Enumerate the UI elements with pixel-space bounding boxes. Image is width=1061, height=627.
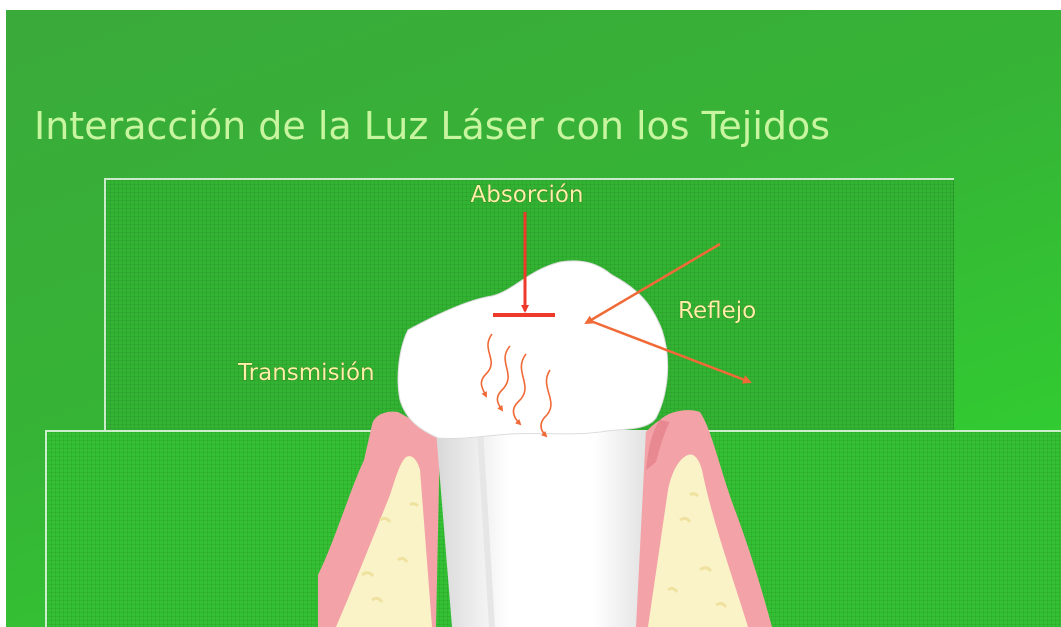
transmission-wave-2: [496, 345, 511, 412]
transmission-wave-3: [512, 353, 527, 426]
bone-right: [648, 454, 748, 627]
reflection-incident-arrow: [584, 242, 721, 325]
reflection-reflected-arrow: [587, 318, 752, 384]
bone-left: [336, 456, 432, 627]
bone-left-texture: [361, 502, 420, 603]
tooth-root-canal: [477, 429, 495, 627]
transmission-label: Transmisión: [237, 360, 375, 386]
transmission-wave-1: [480, 333, 493, 398]
bone-right-texture: [667, 492, 728, 608]
gum-right-shadow: [646, 420, 670, 470]
absorption-label: Absorción: [470, 182, 583, 208]
reflection-label: Reflejo: [678, 298, 756, 324]
transmission-wave-4: [540, 369, 552, 438]
tooth-root: [436, 430, 646, 627]
tooth-crown: [397, 260, 669, 440]
slide-title: Interacción de la Luz Láser con los Teji…: [34, 104, 831, 148]
